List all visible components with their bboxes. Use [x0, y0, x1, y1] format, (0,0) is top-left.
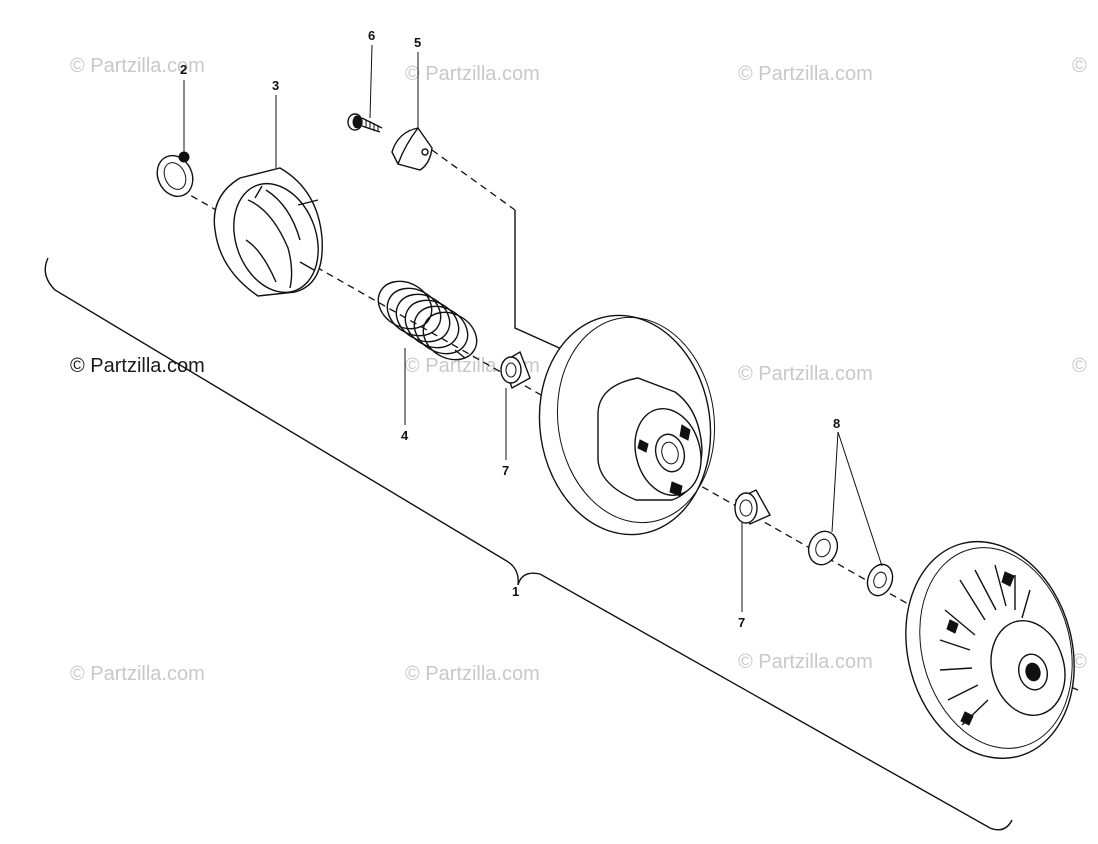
- watermark-10: © Partzilla.com: [738, 651, 873, 673]
- washer-part-8-a: [807, 530, 839, 566]
- watermark-1: © Partzilla.com: [70, 55, 205, 77]
- washer-part-8-b: [866, 563, 894, 597]
- watermark-2: © Partzilla.com: [405, 63, 540, 85]
- leader-lines: [183, 44, 883, 612]
- shoe-leader-line: [514, 210, 576, 356]
- callout-4: 4: [401, 428, 409, 443]
- callout-5: 5: [414, 35, 421, 50]
- callout-8: 8: [833, 416, 840, 431]
- callout-6: 6: [368, 28, 375, 43]
- cam-spider-part-3: [213, 167, 323, 297]
- spring-part-4: [377, 280, 478, 361]
- watermark-11: ©: [1072, 651, 1087, 673]
- bushing-part-7-right: [734, 489, 771, 525]
- callout-labels: 2 3 6 5 4 7 8 1 7: [180, 28, 840, 630]
- watermark-6: © Partzilla.com: [738, 363, 873, 385]
- watermark-3: © Partzilla.com: [738, 63, 873, 85]
- callout-3: 3: [272, 78, 279, 93]
- watermark-8: © Partzilla.com: [70, 663, 205, 685]
- watermark-7: ©: [1072, 355, 1087, 377]
- assembly-bracket: [44, 257, 1013, 831]
- watermark-9: © Partzilla.com: [405, 663, 540, 685]
- bushing-part-7-left: [500, 350, 531, 390]
- watermark-dark: © Partzilla.com: [70, 355, 205, 377]
- bolt-part-6: [347, 113, 383, 133]
- watermarks: © Partzilla.com © Partzilla.com © Partzi…: [70, 55, 1087, 685]
- callout-2: 2: [180, 62, 187, 77]
- callout-7-right: 7: [738, 615, 745, 630]
- shoe-guide-line: [431, 149, 516, 211]
- movable-sheave: [538, 314, 716, 536]
- shoe-part-5: [391, 127, 433, 171]
- callout-1: 1: [512, 584, 519, 599]
- fixed-sheave: [905, 540, 1075, 760]
- snap-ring-part-2: [156, 151, 194, 198]
- callout-7-left: 7: [502, 463, 509, 478]
- watermark-4: ©: [1072, 55, 1087, 77]
